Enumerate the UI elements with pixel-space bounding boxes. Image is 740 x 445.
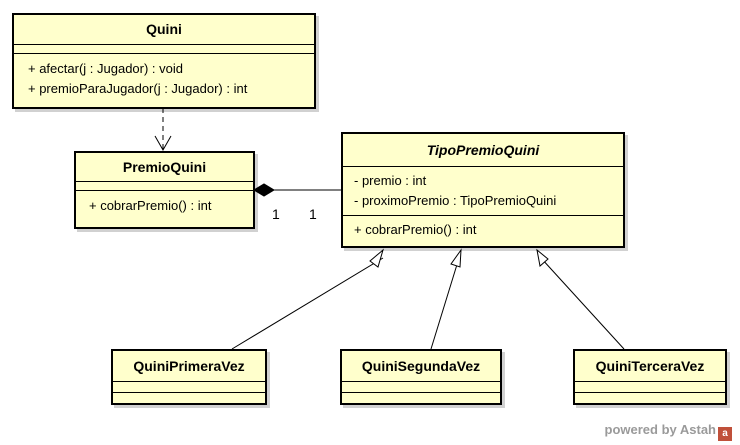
generalization-arrow-tercera [536, 248, 549, 267]
class-name: QuiniTerceraVez [595, 358, 705, 374]
generalization-line-primera [231, 257, 384, 350]
generalization-line-tercera [540, 257, 625, 350]
attributes-section [113, 381, 265, 392]
attribute: - proximoPremio : TipoPremioQuini [354, 193, 557, 208]
class-quini-primera-vez[interactable]: QuiniPrimeraVez [111, 349, 267, 405]
operations-section [113, 392, 265, 393]
attributes-section: - premio : int - proximoPremio : TipoPre… [343, 166, 623, 215]
class-quini[interactable]: Quini + afectar(j : Jugador) : void + pr… [12, 13, 316, 109]
attributes-section [575, 381, 725, 392]
multiplicity-source: 1 [272, 206, 280, 222]
class-quini-segunda-vez[interactable]: QuiniSegundaVez [340, 349, 502, 405]
attributes-section [76, 181, 253, 190]
class-tipo-premio-quini[interactable]: TipoPremioQuini - premio : int - proximo… [341, 132, 625, 248]
operation: + cobrarPremio() : int [89, 198, 212, 213]
class-quini-tercera-vez[interactable]: QuiniTerceraVez [573, 349, 727, 405]
generalization-line-segunda [430, 257, 460, 350]
operation: + cobrarPremio() : int [354, 222, 477, 237]
multiplicity-target: 1 [309, 206, 317, 222]
operations-section [575, 392, 725, 393]
class-name: PremioQuini [122, 159, 207, 175]
operation: + premioParaJugador(j : Jugador) : int [28, 81, 248, 96]
generalization-arrow-segunda [450, 248, 462, 268]
attributes-section [14, 44, 314, 53]
class-name: QuiniPrimeraVez [133, 358, 245, 374]
operation: + afectar(j : Jugador) : void [28, 61, 183, 76]
class-name: Quini [146, 21, 182, 37]
generalization-arrow-primera [369, 248, 384, 268]
class-name: QuiniSegundaVez [361, 358, 481, 374]
attributes-section [342, 381, 500, 392]
class-name: TipoPremioQuini [426, 142, 540, 158]
operations-section: + cobrarPremio() : int [343, 215, 623, 240]
dependency-arrowhead [154, 135, 172, 152]
astah-logo-icon: a [718, 427, 732, 441]
operations-section: + afectar(j : Jugador) : void + premioPa… [14, 53, 314, 99]
attribute: - premio : int [354, 173, 427, 188]
operations-section: + cobrarPremio() : int [76, 190, 253, 216]
class-premio-quini[interactable]: PremioQuini + cobrarPremio() : int [74, 151, 255, 229]
composition-diamond [253, 183, 275, 197]
watermark-text: powered by Astah [604, 422, 716, 437]
operations-section [342, 392, 500, 393]
